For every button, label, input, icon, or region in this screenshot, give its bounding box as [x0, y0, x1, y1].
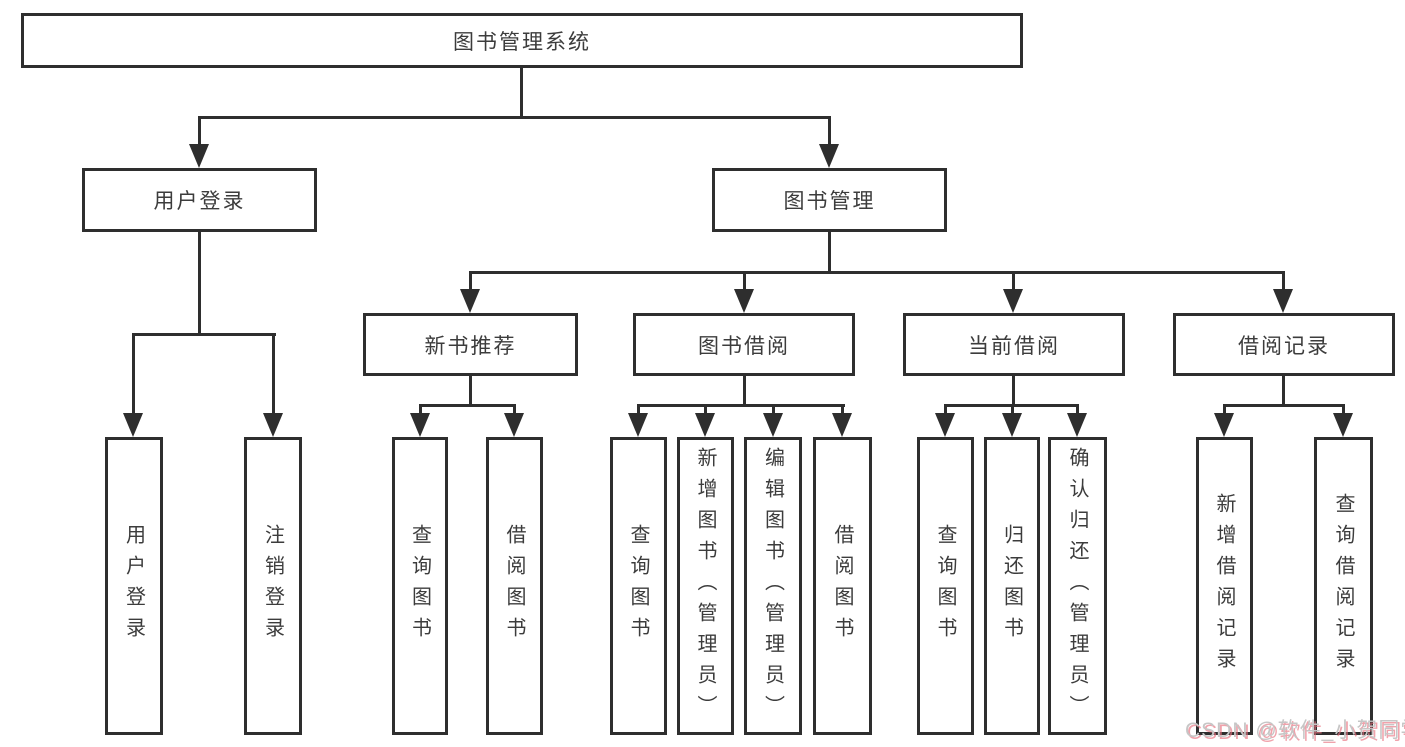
arrow-head-icon: [628, 413, 648, 437]
connector-line: [1342, 404, 1345, 418]
connector-line: [772, 404, 775, 418]
connector-line: [1224, 404, 1345, 407]
arrow-head-icon: [734, 289, 754, 313]
arrow-head-icon: [935, 413, 955, 437]
node-user-login: 用户登录: [82, 168, 317, 232]
arrow-head-icon: [410, 413, 430, 437]
connector-line: [704, 404, 707, 418]
connector-line: [944, 404, 947, 418]
connector-line: [272, 333, 275, 417]
connector-line: [828, 232, 831, 274]
connector-line: [638, 404, 845, 407]
connector-line: [469, 271, 472, 293]
leaf-logout: 注销登录: [244, 437, 302, 735]
leaf-user-login: 用户登录: [105, 437, 163, 735]
connector-line: [520, 68, 523, 118]
arrow-head-icon: [123, 413, 143, 437]
connector-line: [132, 333, 135, 417]
node-book-management: 图书管理: [712, 168, 947, 232]
watermark: CSDN @软件_小贺同学: [1185, 719, 1405, 742]
arrow-head-icon: [1003, 289, 1023, 313]
arrow-head-icon: [763, 413, 783, 437]
connector-line: [419, 404, 422, 418]
connector-line: [743, 376, 746, 407]
arrow-head-icon: [819, 144, 839, 168]
leaf-confirm-return-admin: 确认归还（管理员）: [1048, 437, 1107, 735]
connector-line: [1076, 404, 1079, 418]
connector-line: [469, 376, 472, 407]
connector-line: [198, 116, 201, 148]
leaf-query-book-2: 查询图书: [610, 437, 667, 735]
arrow-head-icon: [1214, 413, 1234, 437]
connector-line: [1011, 404, 1014, 418]
connector-line: [841, 404, 844, 418]
connector-line: [470, 271, 1285, 274]
leaf-return-book: 归还图书: [984, 437, 1040, 735]
connector-line: [1282, 376, 1285, 407]
connector-line: [1223, 404, 1226, 418]
connector-line: [198, 232, 201, 336]
arrow-head-icon: [1333, 413, 1353, 437]
leaf-query-book-1: 查询图书: [392, 437, 448, 735]
node-borrow-records: 借阅记录: [1173, 313, 1395, 376]
leaf-add-borrow-record: 新增借阅记录: [1196, 437, 1253, 735]
connector-line: [743, 271, 746, 293]
connector-line: [1282, 271, 1285, 293]
arrow-head-icon: [695, 413, 715, 437]
arrow-head-icon: [1002, 413, 1022, 437]
connector-line: [1012, 376, 1015, 407]
node-book-borrow: 图书借阅: [633, 313, 855, 376]
node-current-borrow: 当前借阅: [903, 313, 1125, 376]
leaf-borrow-book-2: 借阅图书: [813, 437, 872, 735]
arrow-head-icon: [263, 413, 283, 437]
arrow-head-icon: [832, 413, 852, 437]
leaf-query-book-3: 查询图书: [917, 437, 974, 735]
node-new-book-recommend: 新书推荐: [363, 313, 578, 376]
leaf-borrow-book-1: 借阅图书: [486, 437, 543, 735]
connector-line: [513, 404, 516, 418]
arrow-head-icon: [504, 413, 524, 437]
leaf-edit-book-admin: 编辑图书（管理员）: [744, 437, 802, 735]
connector-line: [133, 333, 276, 336]
arrow-head-icon: [189, 144, 209, 168]
arrow-head-icon: [1067, 413, 1087, 437]
connector-line: [198, 116, 831, 119]
arrow-head-icon: [1273, 289, 1293, 313]
leaf-add-book-admin: 新增图书（管理员）: [677, 437, 734, 735]
connector-line: [420, 404, 516, 407]
connector-line: [637, 404, 640, 418]
connector-line: [828, 116, 831, 148]
leaf-query-borrow-record: 查询借阅记录: [1314, 437, 1373, 735]
arrow-head-icon: [460, 289, 480, 313]
node-root: 图书管理系统: [21, 13, 1023, 68]
connector-line: [1012, 271, 1015, 293]
